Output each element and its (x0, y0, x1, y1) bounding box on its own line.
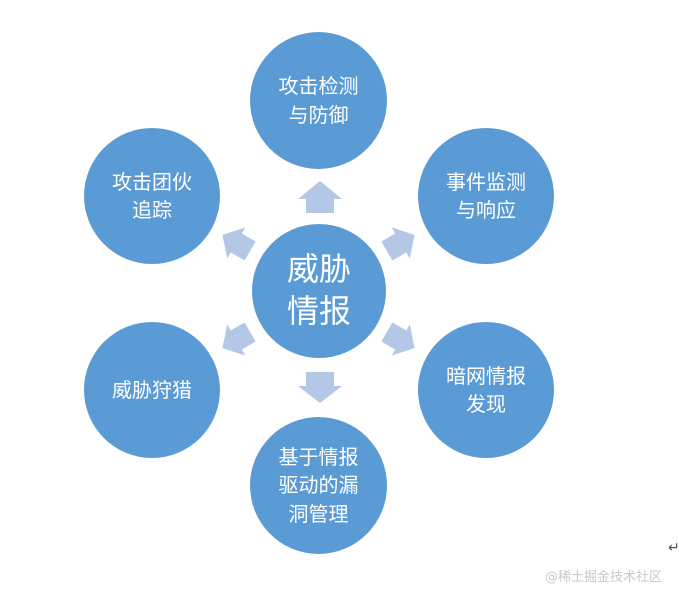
node-upper-left-line-2: 追踪 (132, 198, 172, 222)
node-lower-right-line-1: 暗网情报 (446, 363, 526, 388)
node-top-line-2: 与防御 (288, 102, 349, 127)
arrow-down (298, 372, 342, 403)
arrow-lower-left (222, 322, 256, 356)
node-upper-right-line-1: 事件监测 (446, 169, 526, 194)
arrow-upper-right (381, 227, 415, 261)
node-bottom: 基于情报 驱动的漏 洞管理 (250, 417, 387, 554)
node-top-line-1: 攻击检测 (278, 74, 359, 99)
node-lower-right-line-2: 发现 (466, 392, 506, 416)
node-lower-left: 威胁狩猎 (84, 322, 220, 458)
node-top: 攻击检测 与防御 (250, 32, 387, 169)
node-upper-left-line-1: 攻击团伙 (112, 169, 192, 194)
center-line-2: 情报 (286, 292, 351, 330)
node-upper-right-line-2: 与响应 (456, 198, 516, 222)
node-bottom-line-1: 基于情报 (278, 444, 359, 469)
node-upper-right: 事件监测 与响应 (418, 128, 554, 264)
arrow-up (298, 181, 342, 213)
paragraph-mark: ↵ (668, 540, 679, 556)
watermark-text: @稀土掘金技术社区 (545, 570, 663, 585)
center-node: 威胁 情报 (252, 224, 386, 358)
node-lower-left-line-1: 威胁狩猎 (112, 377, 192, 402)
arrow-lower-right (381, 322, 415, 356)
arrow-upper-left (222, 227, 256, 261)
node-upper-left: 攻击团伙 追踪 (84, 128, 220, 264)
node-bottom-line-3: 洞管理 (288, 501, 349, 526)
node-lower-right: 暗网情报 发现 (418, 322, 554, 458)
node-bottom-line-2: 驱动的漏 (278, 473, 359, 498)
center-line-1: 威胁 (286, 250, 351, 289)
